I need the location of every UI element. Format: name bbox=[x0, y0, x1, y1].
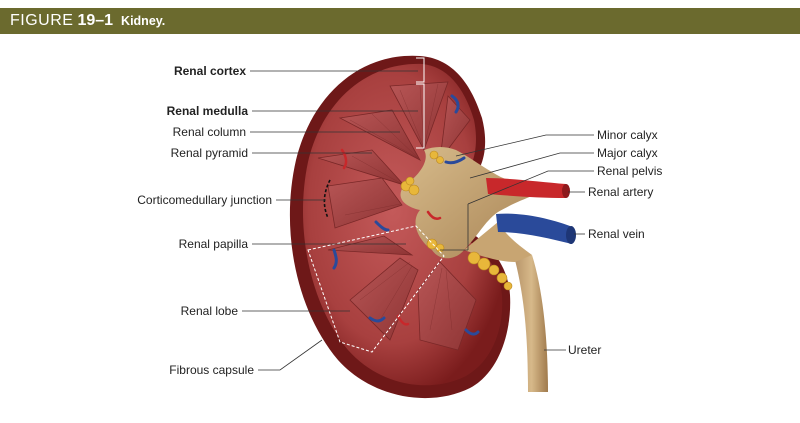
figure-number: 19–1 bbox=[77, 12, 114, 29]
figure-prefix: FIGURE bbox=[10, 12, 74, 29]
figure-banner: FIGURE 19–1 Kidney. bbox=[0, 8, 800, 34]
label-renal-pelvis: Renal pelvis bbox=[597, 164, 663, 178]
depth-brackets bbox=[416, 57, 425, 149]
figure-title: Kidney. bbox=[121, 14, 166, 28]
pyramid-striations bbox=[329, 83, 453, 331]
label-renal-lobe: Renal lobe bbox=[180, 304, 238, 318]
label-renal-column: Renal column bbox=[172, 125, 246, 139]
corticomedullary-outline bbox=[323, 179, 331, 219]
renal-pelvis bbox=[400, 147, 532, 259]
renal-vein-opening bbox=[566, 226, 576, 244]
label-renal-medulla: Renal medulla bbox=[166, 104, 248, 118]
renal-artery-opening bbox=[562, 184, 570, 198]
pyramid-6 bbox=[349, 257, 419, 341]
label-renal-artery: Renal artery bbox=[588, 185, 654, 199]
label-ureter: Ureter bbox=[568, 343, 602, 357]
label-renal-pyramid: Renal pyramid bbox=[170, 146, 248, 160]
pelvis-funnel bbox=[464, 222, 532, 262]
pyramid-2 bbox=[338, 109, 422, 161]
leader-lines bbox=[242, 70, 594, 371]
label-renal-papilla: Renal papilla bbox=[178, 237, 248, 251]
pyramid-7 bbox=[417, 261, 477, 351]
ureter-tube bbox=[515, 255, 548, 392]
label-minor-calyx: Minor calyx bbox=[597, 128, 658, 142]
renal-vein-vessel bbox=[496, 213, 572, 244]
renal-artery-vessel bbox=[486, 178, 566, 198]
label-corticomedullary-junction: Corticomedullary junction bbox=[137, 193, 272, 207]
renal-lobe-outline bbox=[307, 225, 445, 353]
label-renal-vein: Renal vein bbox=[588, 227, 645, 241]
pyramid-5 bbox=[327, 235, 414, 256]
label-renal-cortex: Renal cortex bbox=[173, 64, 246, 78]
label-major-calyx: Major calyx bbox=[597, 146, 658, 160]
label-fibrous-capsule: Fibrous capsule bbox=[169, 363, 254, 377]
sinus-fat bbox=[400, 150, 513, 291]
pyramid-4 bbox=[327, 177, 403, 229]
